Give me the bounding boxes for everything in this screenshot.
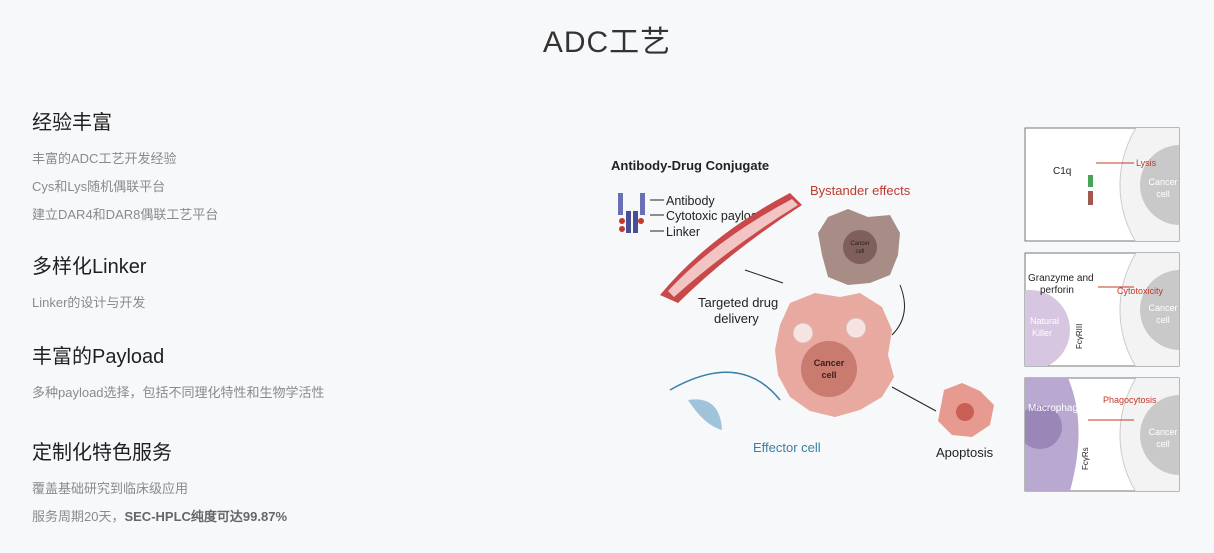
feature-title: 经验丰富 [32,112,112,134]
bystander-label: Bystander effects [810,183,911,198]
panel-macrophage: Macrophage Phagocytosis Cancer cell FcγR… [1024,377,1180,492]
panel1-c1q: C1q [1053,166,1071,177]
panel2-receptor: FcγRIII [1075,324,1084,349]
feature-payload: 丰富的Payload 多种payload选择，包括不同理化特性和生物学活性 [32,340,325,407]
panel3-effect: Phagocytosis [1103,395,1157,405]
feature-linker: 多样化Linker Linker的设计与开发 [32,250,146,317]
svg-text:cell: cell [821,370,836,380]
legend-linker: Linker [666,225,700,239]
feature-line: 多种payload选择，包括不同理化特性和生物学活性 [32,385,325,400]
delivery-label-1: Targeted drug [698,295,778,310]
feature-line: 丰富的ADC工艺开发经验 [32,151,177,166]
feature-experience: 经验丰富 丰富的ADC工艺开发经验 Cys和Lys随机偶联平台 建立DAR4和D… [32,106,218,229]
svg-text:cell: cell [1156,439,1170,449]
svg-text:Cancer: Cancer [850,241,869,247]
svg-text:Killer: Killer [1032,328,1052,338]
effector-cell-label: Effector cell [753,440,821,455]
panel1-effect: Lysis [1136,158,1157,168]
svg-text:perforin: perforin [1040,285,1074,296]
adc-mechanism-diagram: Antibody-Drug Conjugate Antibody Cytotox… [600,125,1185,505]
panel-complement: C1q Lysis Cancer cell [1024,127,1180,242]
legend-payload: Cytotoxic payload [666,209,765,223]
purity-highlight: SEC-HPLC纯度可达99.87% [124,509,288,524]
feature-custom-service: 定制化特色服务 覆盖基础研究到临床级应用 服务周期20天，SEC-HPLC纯度可… [32,436,287,531]
svg-text:cell: cell [1156,189,1170,199]
svg-text:Granzyme and: Granzyme and [1028,273,1094,284]
cancer-nucleus [801,341,857,397]
antibody-legend-icon [618,193,645,233]
svg-text:Cancer: Cancer [1148,177,1177,187]
feature-line: 覆盖基础研究到临床级应用 [32,481,189,496]
feature-line: Linker的设计与开发 [32,295,146,310]
feature-line: Cys和Lys随机偶联平台 [32,179,166,194]
feature-line-service: 服务周期20天，SEC-HPLC纯度可达99.87% [32,503,287,531]
svg-text:Cancer: Cancer [1148,427,1177,437]
panel2-effect: Cytotoxicity [1117,286,1164,296]
apoptosis-label: Apoptosis [936,445,994,460]
svg-text:Cancer: Cancer [1148,303,1177,313]
panel3-macrophage: Macrophage [1028,403,1084,414]
feature-title: 丰富的Payload [32,346,165,368]
panel3-receptor: FcγRs [1081,447,1090,470]
svg-text:cell: cell [1156,315,1170,325]
feature-title: 多样化Linker [32,256,147,278]
diagram-title: Antibody-Drug Conjugate [611,158,769,173]
page-title: ADC工艺 [542,26,672,59]
panel-nk: Granzyme and perforin Cytotoxicity Cance… [1024,252,1180,367]
svg-text:Natural: Natural [1030,316,1059,326]
feature-line: 建立DAR4和DAR8偶联工艺平台 [32,207,219,222]
adc-mechanism-svg: Antibody-Drug Conjugate Antibody Cytotox… [611,127,1180,492]
svg-text:cell: cell [855,249,864,255]
service-period: 服务周期20天， [32,509,125,524]
feature-title: 定制化特色服务 [32,442,172,464]
delivery-label-2: delivery [714,311,759,326]
svg-text:Cancer: Cancer [814,358,845,368]
legend-antibody: Antibody [666,194,715,208]
effector-cell-membrane [669,371,781,401]
